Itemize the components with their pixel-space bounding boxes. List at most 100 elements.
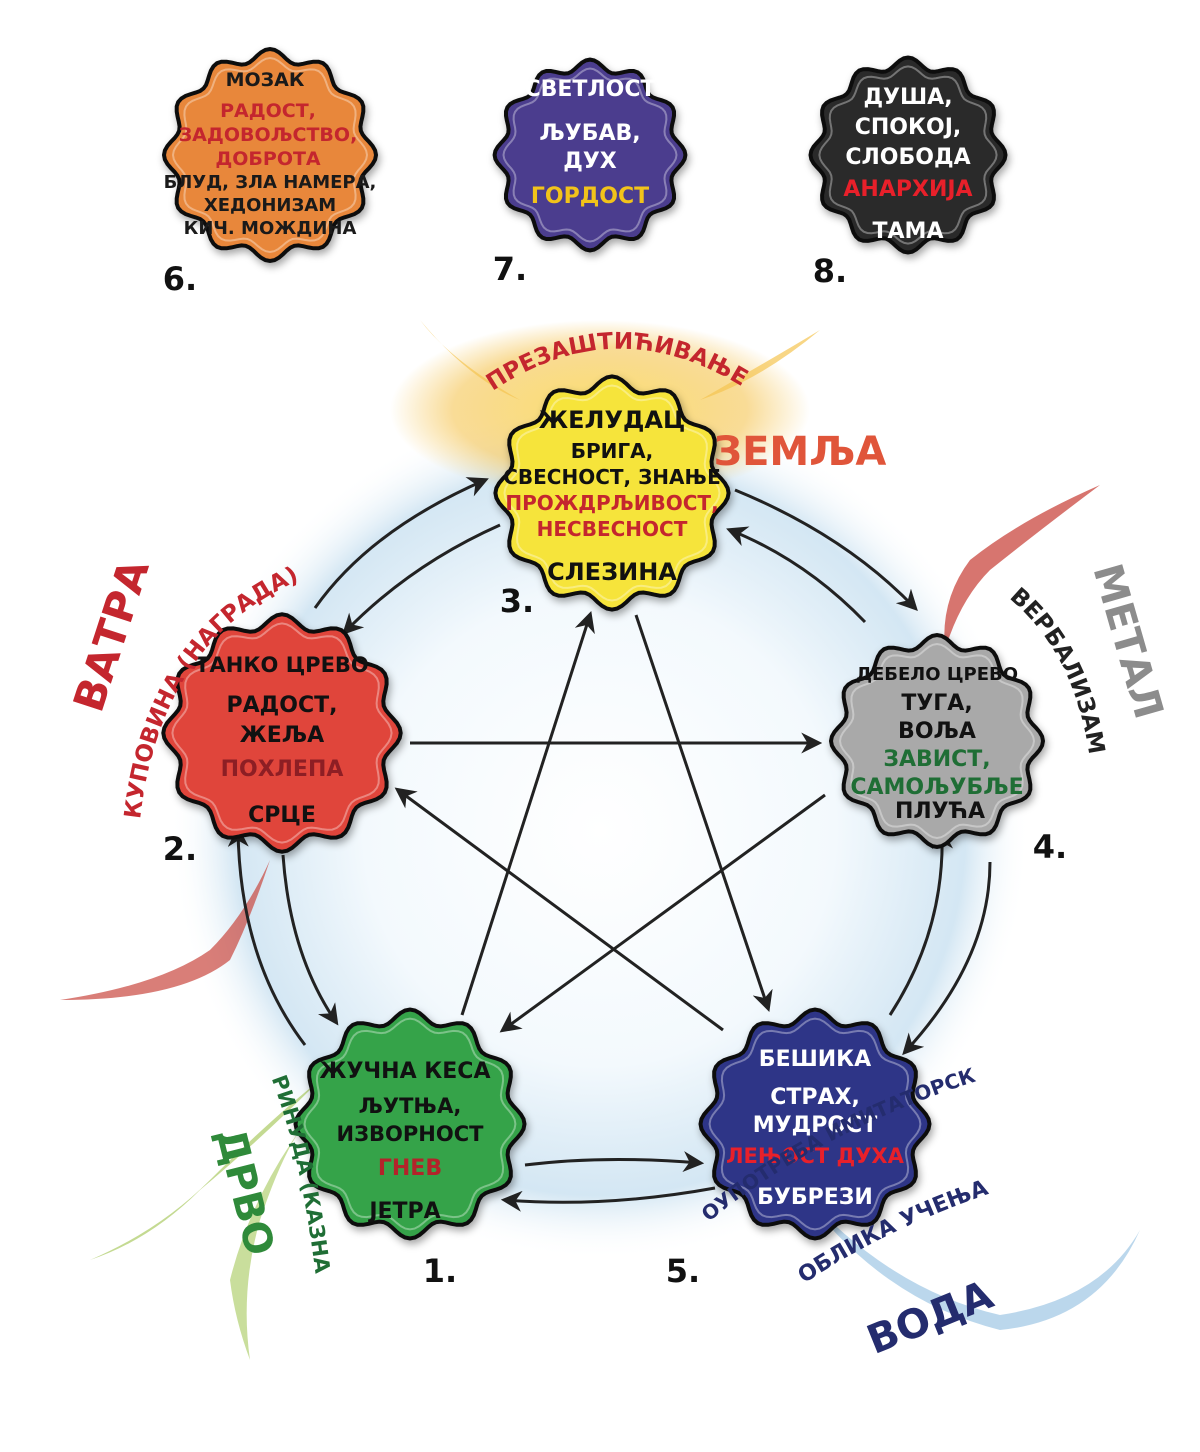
badge-vice: ПОХЛЕПА: [221, 757, 344, 782]
badge-virtue-line: ЗАДОВОЉСТВО,: [179, 124, 358, 146]
badge-number: 5.: [666, 1252, 700, 1290]
badge-title: СВЕТЛОСТ: [524, 77, 655, 102]
badge-virtue-line: ЖЕЉА: [240, 723, 324, 748]
badge-inner-ring: [303, 1017, 517, 1231]
badge-vice: ГОРДОСТ: [531, 184, 649, 209]
badge-bottom-label: ПЛУЋА: [895, 799, 985, 824]
arrow-water-to-metal: [888, 827, 954, 1016]
badge-bottom-label: СРЦЕ: [248, 803, 316, 828]
badge-vice-line: ЗАВИСТ,: [883, 747, 990, 772]
badge-virtue-line: ЉУБАВ,: [539, 121, 640, 146]
earth-label: ЗЕМЉА: [714, 429, 887, 475]
red-splash: [60, 485, 1100, 1000]
badge-title: ТАНКО ЦРЕВО: [195, 653, 369, 677]
badge-inner-ring: [818, 65, 998, 245]
arrow-earth-to-fire: [342, 523, 501, 636]
badge-small-intestine: ТАНКО ЦРЕВО РАДОСТ, ЖЕЉА ПОХЛЕПА СРЦЕ 2.: [161, 612, 403, 868]
badge-virtue-line: ДУША,: [863, 85, 952, 110]
badge-virtue-line: СТРАХ,: [770, 1085, 860, 1110]
badge-virtue-line: МУДРОСТ: [753, 1113, 877, 1138]
star-arrows: [394, 610, 826, 1033]
star-arrow-earth-water: [634, 614, 773, 1012]
wood-label: ДРВО: [207, 1123, 283, 1260]
badge-virtue-line: СВЕСНОСТ, ЗНАЊЕ: [503, 465, 721, 489]
star-arrow-water-fire: [394, 787, 724, 1032]
badge-shape: [161, 46, 379, 264]
badge-virtue-line: СЛОБОДА: [845, 145, 970, 170]
badge-number: 3.: [500, 582, 534, 620]
arrow-metal-to-earth: [726, 526, 867, 624]
badge-shape: [161, 612, 403, 854]
badge-virtue-line: СПОКОЈ,: [855, 115, 962, 140]
badge-bottom-label: БУБРЕЗИ: [757, 1185, 873, 1210]
badge-inner-ring: [502, 67, 678, 243]
badge-number: 6.: [163, 260, 197, 298]
blue-splash: [800, 1190, 1140, 1330]
badge-virtue-line: РАДОСТ,: [220, 100, 316, 122]
badge-virtue-line: ДОБРОТА: [215, 148, 321, 170]
badge-title: ЖЕЛУДАЦ: [539, 406, 685, 434]
badge-virtue-line: ВОЉА: [898, 719, 976, 744]
badge-virtue-line: РАДОСТ,: [227, 693, 338, 718]
badge-virtue-line: ТУГА,: [901, 691, 972, 716]
badge-bladder: БЕШИКА СТРАХ, МУДРОСТ ЛЕЊОСТ ДУХА БУБРЕЗИ 5.: [666, 1007, 932, 1290]
star-arrow-wood-earth: [460, 610, 595, 1016]
badge-vice: ЛЕЊОСТ ДУХА: [726, 1144, 904, 1168]
badge-shape: [698, 1007, 932, 1241]
arrow-water-to-wood: [500, 1186, 716, 1212]
badge-shape: [808, 55, 1008, 255]
badge-shape: [493, 374, 731, 612]
badge-number: 4.: [1033, 828, 1067, 866]
badge-vice: АНАРХИЈА: [843, 177, 972, 202]
badge-shape: [492, 57, 688, 253]
badge-vice-line: САМОЉУБЉЕ: [850, 775, 1023, 800]
badge-inner-ring: [838, 642, 1036, 840]
badge-light: СВЕТЛОСТ ЉУБАВ, ДУХ ГОРДОСТ 7.: [492, 57, 688, 288]
badge-inner-ring: [708, 1017, 922, 1231]
badge-vice-line: БЛУД, ЗЛА НАМЕРА,: [164, 172, 377, 193]
badge-large-intestine: ДЕБЕЛО ЦРЕВО ТУГА, ВОЉА ЗАВИСТ, САМОЉУБЉЕПЛУ…: [828, 632, 1067, 866]
badge-bottom-label: ТАМА: [873, 219, 944, 244]
badge-vice-line: ХЕДОНИЗАМ: [204, 195, 336, 216]
badge-soul: ДУША, СПОКОЈ, СЛОБОДА АНАРХИЈА ТАМА 8.: [808, 55, 1008, 290]
badge-vice-line: НЕСВЕСНОСТ: [537, 517, 688, 541]
badge-inner-ring: [171, 622, 393, 844]
badge-virtue-line: ЉУТЊА,: [359, 1094, 462, 1118]
badge-number: 1.: [423, 1252, 457, 1290]
badge-vice: ГНЕВ: [378, 1156, 442, 1181]
badge-virtue-line: БРИГА,: [571, 439, 653, 463]
badge-bottom-label: ЈЕТРА: [367, 1199, 440, 1224]
fire-label: ВАТРА: [64, 553, 159, 717]
badge-title: МОЗАК: [226, 69, 305, 91]
badge-title: БЕШИКА: [759, 1047, 871, 1072]
badge-inner-ring: [503, 384, 721, 602]
badge-vice-line: ПРОЖДРЉИВОСТ,: [505, 491, 718, 515]
badge-number: 2.: [163, 830, 197, 868]
water-label: ВОДА: [861, 1272, 1000, 1364]
arrow-wood-to-fire: [227, 825, 307, 1046]
badge-virtue-line: ДУХ: [563, 149, 617, 174]
badge-shape: [828, 632, 1046, 850]
badge-title: ДЕБЕЛО ЦРЕВО: [856, 664, 1018, 685]
badge-bottom-label: СЛЕЗИНА: [547, 558, 677, 586]
green-splash: [90, 1080, 320, 1360]
arrow-fire-to-earth: [313, 477, 489, 609]
badge-number: 7.: [493, 250, 527, 288]
arrow-fire-to-wood: [281, 854, 339, 1026]
arrow-metal-to-water: [902, 861, 992, 1056]
arrow-wood-to-water: [524, 1151, 705, 1173]
badge-inner-ring: [171, 56, 369, 254]
badge-number: 8.: [813, 252, 847, 290]
badge-gallbladder: ЖУЧНА КЕСА ЉУТЊА, ИЗВОРНОСТ ГНЕВ ЈЕТРА 1.: [293, 1007, 527, 1290]
badge-title: ЖУЧНА КЕСА: [320, 1059, 491, 1084]
badge-stomach: ЖЕЛУДАЦ БРИГА,СВЕСНОСТ, ЗНАЊЕПРОЖДРЉИВОСТ…: [493, 374, 731, 620]
arrow-earth-to-metal: [734, 488, 918, 612]
badge-vice-line: КИЧ. МОЖДИНА: [184, 218, 357, 239]
badge-virtue-line: ИЗВОРНОСТ: [337, 1122, 485, 1146]
badge-shape: [293, 1007, 527, 1241]
star-arrow-metal-wood: [499, 793, 826, 1033]
cycle-arrows: [227, 477, 992, 1212]
